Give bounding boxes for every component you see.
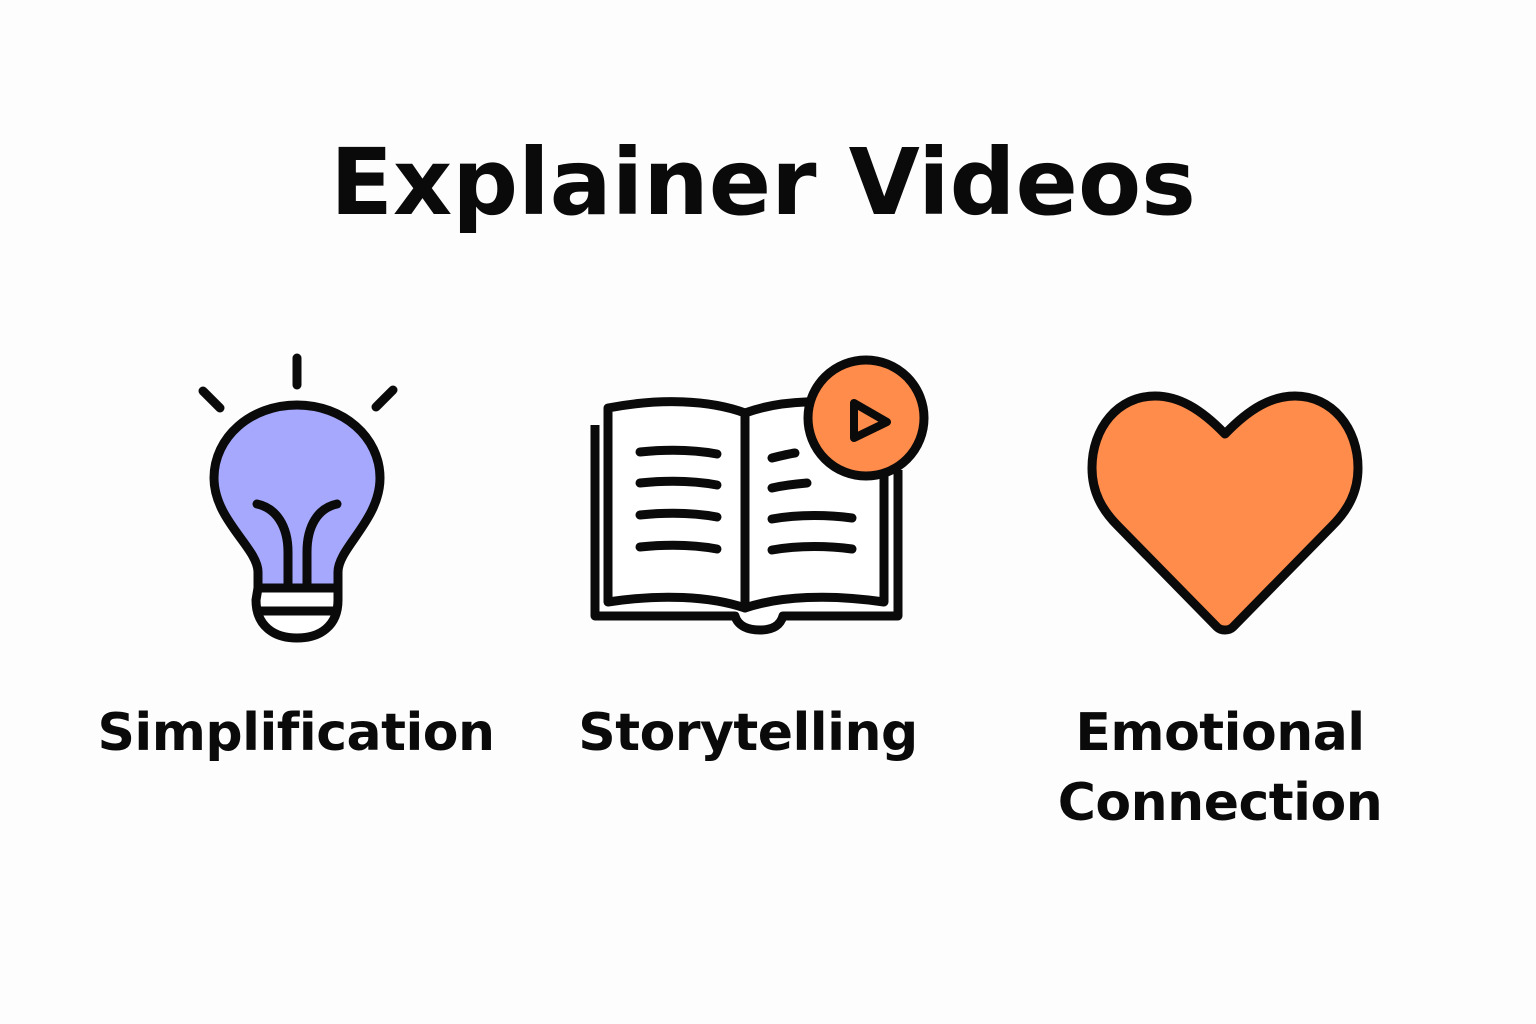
heart-icon <box>1087 391 1363 635</box>
lightbulb-icon <box>198 353 398 643</box>
label-connection: Connection <box>1057 773 1383 833</box>
label-emotional-connection: Emotional Connection <box>1020 698 1420 838</box>
label-simplification: Simplification <box>97 703 495 763</box>
book-play-icon <box>590 355 929 635</box>
label-storytelling: Storytelling <box>578 703 918 763</box>
label-emotional: Emotional <box>1075 703 1365 763</box>
page-title: Explainer Videos <box>330 129 1196 236</box>
